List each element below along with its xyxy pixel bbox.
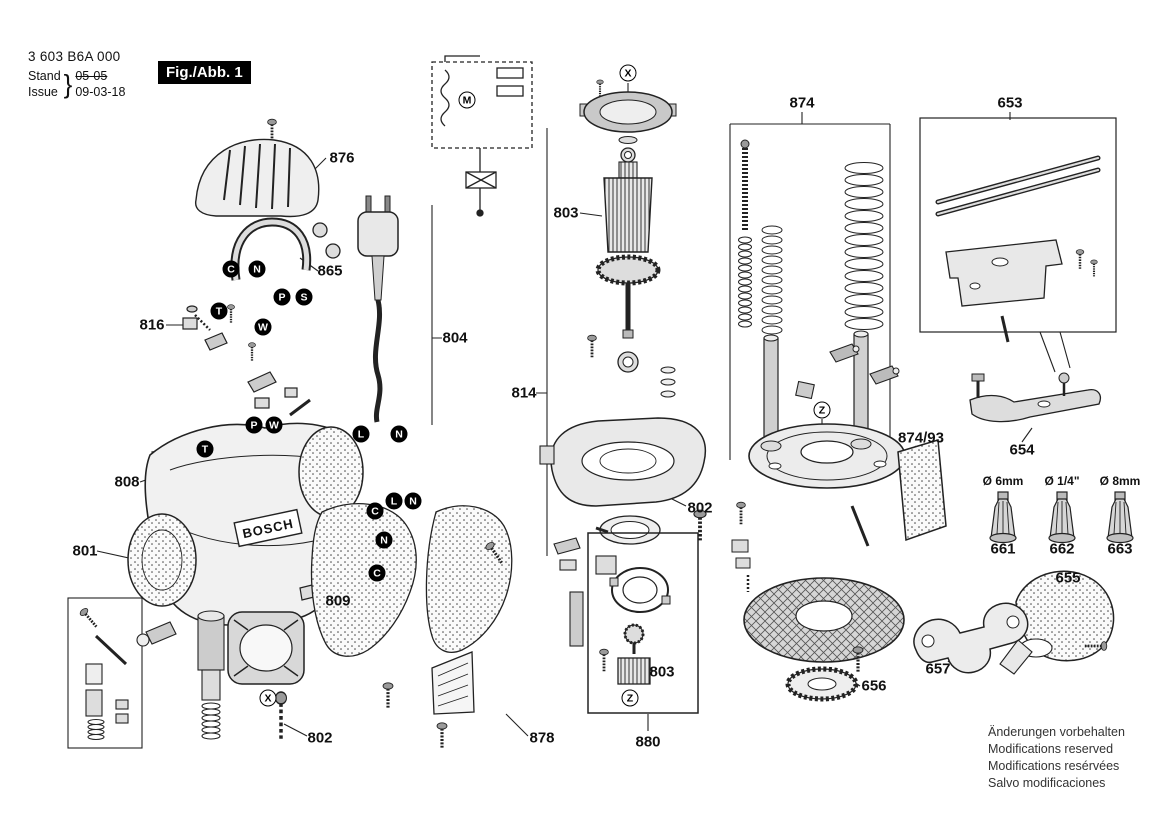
revision-rows: Stand Issue } 05-05 09-03-18 (28, 68, 125, 101)
collet-6mm (989, 491, 1017, 544)
wrench-657 (913, 602, 1029, 674)
footer-note: Änderungen vorbehalten (988, 725, 1125, 739)
revision-brace: } (63, 68, 73, 99)
footer-note: Salvo modificaciones (988, 775, 1106, 790)
base-plate-656 (743, 577, 905, 702)
motor-mount-814 (539, 351, 708, 571)
issue-value: 09-03-18 (75, 84, 126, 99)
dust-hood-655 (999, 570, 1115, 675)
brand-plate: BOSCH (233, 508, 303, 548)
armature-803 (579, 78, 677, 359)
edge-guide-653 (919, 117, 1117, 343)
stand-value: 05-05 (75, 68, 108, 83)
collet-quarter-inch (1048, 491, 1076, 544)
column-assembly-874 (731, 139, 906, 592)
collet-8mm (1106, 491, 1134, 544)
stand-label: Stand (28, 68, 61, 83)
motor-cover-876 (194, 117, 320, 218)
main-housing-801: BOSCH (127, 422, 364, 626)
power-cord-804 (357, 195, 399, 423)
footer-note: Modifications resérvées (988, 758, 1120, 773)
switch-parts-816 (182, 303, 311, 417)
figure-label: Fig./Abb. 1 (158, 61, 251, 84)
chip-shield-874-93 (850, 439, 947, 547)
brush-caps-865 (230, 217, 341, 281)
footer-note: Modifications reserved (988, 741, 1114, 756)
brush-plate-880 (569, 532, 699, 714)
spindle-lock-parts (67, 597, 225, 749)
left-handle-knob (127, 513, 197, 607)
stator-802 (227, 611, 305, 739)
collet-set (989, 491, 1134, 544)
guide-bracket-654 (969, 372, 1102, 423)
issue-label: Issue (28, 84, 58, 99)
cover-shells-878 (310, 503, 513, 750)
type-number: 3 603 B6A 000 (28, 49, 121, 64)
title-block: 3 603 B6A 000 Stand Issue } 05-05 09-03-… (28, 48, 125, 100)
wiring-schematic (431, 55, 533, 217)
